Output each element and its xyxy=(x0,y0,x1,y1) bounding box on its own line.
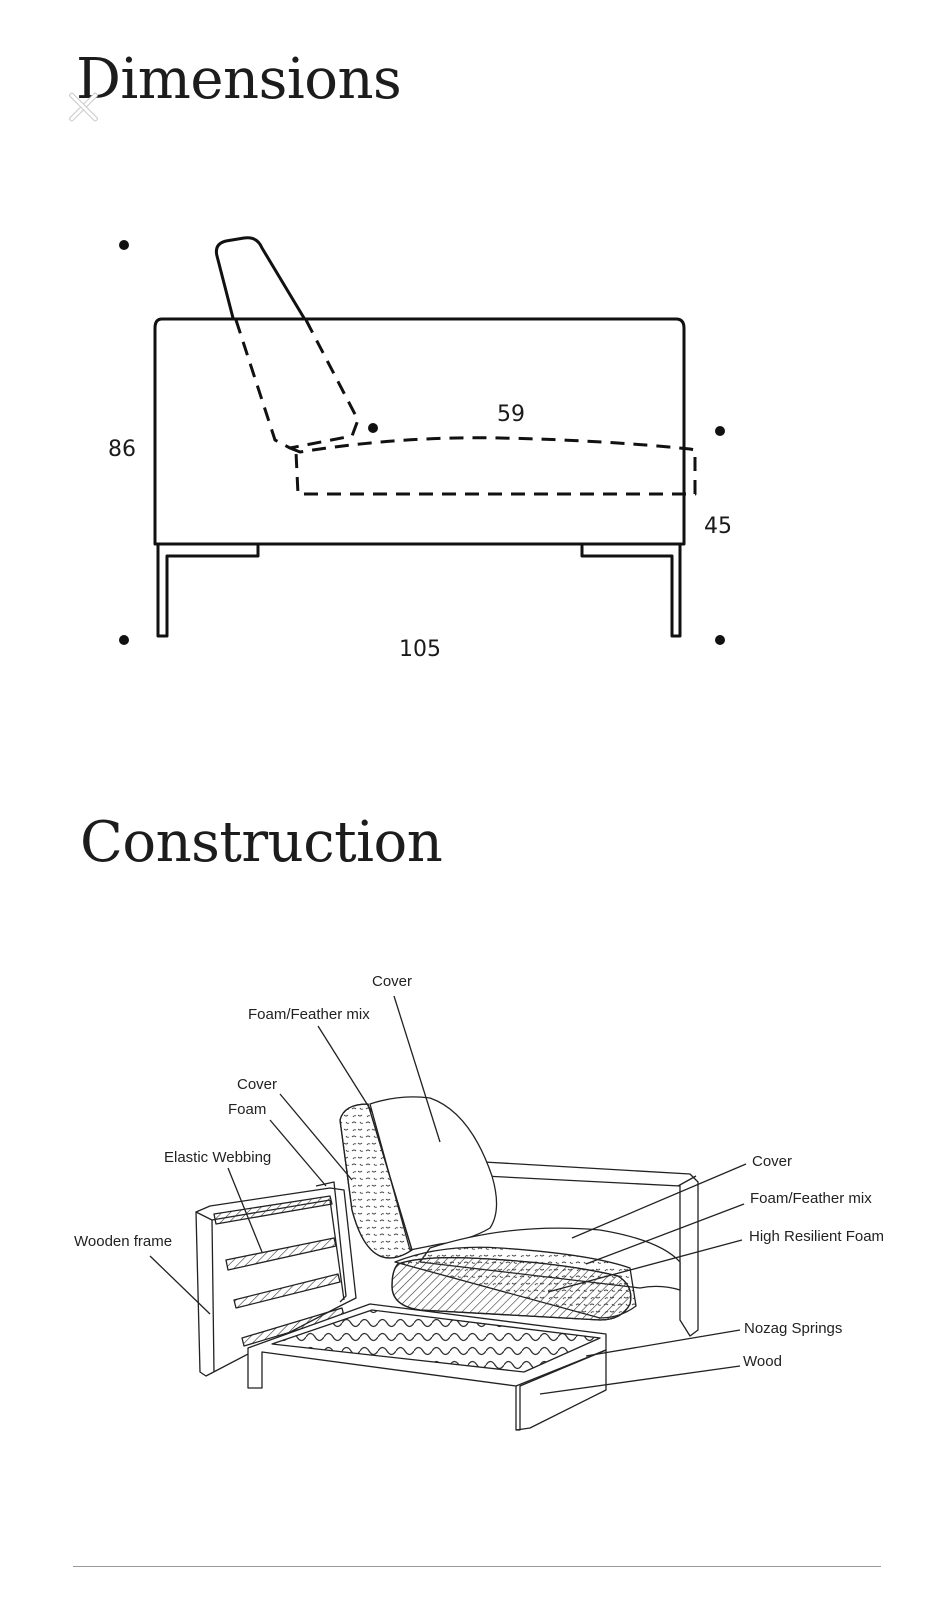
leader-line xyxy=(279,1093,353,1181)
label-nozag-springs: Nozag Springs xyxy=(744,1320,842,1337)
left-arm-frame xyxy=(195,1187,357,1377)
label-foam-arm: Foam xyxy=(228,1101,266,1118)
left-leg xyxy=(156,542,260,638)
back-cushion-top xyxy=(214,236,306,320)
width-label: 105 xyxy=(399,637,441,662)
seat-depth-label: 59 xyxy=(497,402,525,427)
leader-line xyxy=(547,1239,743,1293)
seat-cushion-hidden xyxy=(289,436,697,496)
leader-line xyxy=(227,1167,263,1253)
sofa-dimensions-drawing: 86 59 45 105 xyxy=(108,236,732,662)
construction-title: Construction xyxy=(80,810,443,875)
dim-dot xyxy=(119,635,129,645)
label-cover-arm: Cover xyxy=(237,1076,277,1093)
dimensions-title: Dimensions xyxy=(76,47,402,112)
right-arm xyxy=(483,1161,699,1337)
leader-line xyxy=(539,1365,741,1395)
label-cover-back: Cover xyxy=(372,973,412,990)
label-foam-feather-seat: Foam/Feather mix xyxy=(750,1190,872,1207)
label-cover-seat: Cover xyxy=(752,1153,792,1170)
seat-height-label: 45 xyxy=(704,514,732,539)
leader-line xyxy=(393,995,441,1143)
dim-dot xyxy=(119,240,129,250)
label-elastic-webbing: Elastic Webbing xyxy=(164,1149,271,1166)
elastic-webbing xyxy=(213,1195,333,1225)
sofa-body-outline xyxy=(153,317,686,546)
height-label: 86 xyxy=(108,437,136,462)
right-leg xyxy=(580,544,682,638)
footer-divider xyxy=(73,1566,881,1567)
dim-dot xyxy=(715,635,725,645)
label-high-resilient-foam: High Resilient Foam xyxy=(749,1228,884,1245)
label-wooden-frame: Wooden frame xyxy=(74,1233,172,1250)
leader-line xyxy=(269,1119,327,1187)
label-foam-feather-back: Foam/Feather mix xyxy=(248,1006,370,1023)
label-wood: Wood xyxy=(743,1353,782,1370)
leader-line xyxy=(585,1203,745,1265)
dim-dot xyxy=(368,423,378,433)
nozag-springs xyxy=(271,1309,601,1373)
back-cushion-hidden xyxy=(234,319,360,450)
leader-line xyxy=(317,1025,373,1113)
leader-line xyxy=(571,1163,747,1239)
dim-dot xyxy=(715,426,725,436)
leader-line xyxy=(149,1255,211,1315)
leader-line xyxy=(585,1329,741,1357)
